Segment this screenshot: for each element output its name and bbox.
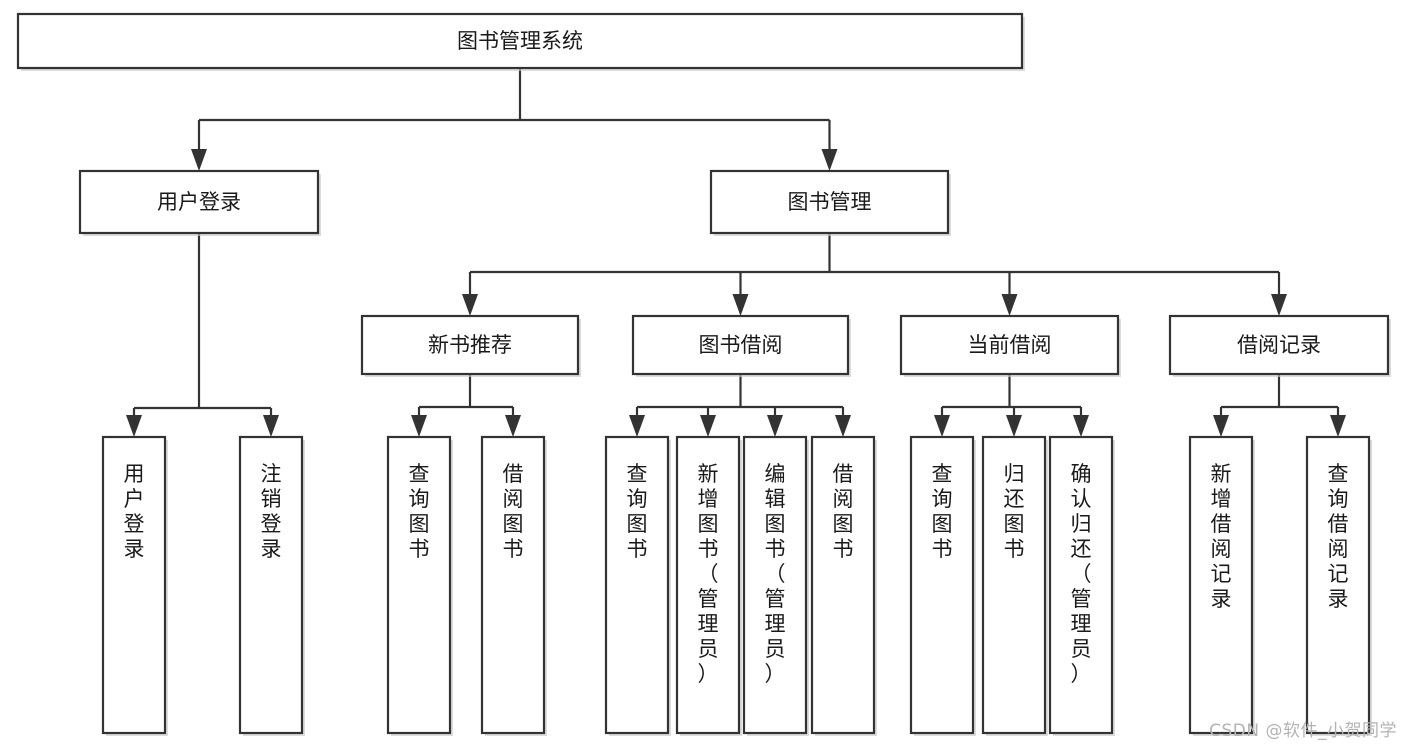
node-box[interactable]: [709, 169, 950, 235]
node-label: 新增借阅记录: [1211, 462, 1232, 611]
node-label: 归还图书: [1004, 462, 1025, 561]
node-leaf-leaf-confirm-return[interactable]: 确认归还（管理员）: [1048, 435, 1115, 736]
node-leaf-leaf-query-book-2[interactable]: 查询图书: [604, 435, 671, 736]
arrow-head-icon: [835, 415, 851, 437]
node-label: 图书管理: [788, 190, 872, 214]
node-leaf-leaf-query-borrow-record[interactable]: 查询借阅记录: [1305, 435, 1372, 736]
node-label: 当前借阅: [968, 333, 1052, 357]
arrow-head-icon: [263, 415, 279, 437]
node-leaf-leaf-return-book[interactable]: 归还图书: [981, 435, 1048, 736]
node-label: 查询借阅记录: [1328, 462, 1349, 611]
node-label: 确认归还（管理员）: [1071, 462, 1092, 686]
node-label: 查询图书: [627, 462, 648, 561]
arrow-head-icon: [462, 294, 478, 316]
node-label: 编辑图书（管理员）: [765, 462, 786, 686]
arrow-head-icon: [934, 415, 950, 437]
arrow-head-icon: [629, 415, 645, 437]
node-box[interactable]: [675, 435, 741, 735]
node-leaf-leaf-query-book-1[interactable]: 查询图书: [386, 435, 453, 736]
node-label: 查询图书: [932, 462, 953, 561]
node-label: 用户登录: [124, 462, 145, 561]
node-label: 新书推荐: [428, 333, 512, 357]
arrow-head-icon: [126, 415, 142, 437]
node-layer: 图书管理系统用户登录图书管理新书推荐图书借阅当前借阅借阅记录用户登录注销登录查询…: [16, 12, 1391, 736]
arrow-head-icon: [767, 415, 783, 437]
arrow-head-icon: [411, 415, 427, 437]
node-label: 用户登录: [157, 190, 241, 214]
node-box[interactable]: [742, 435, 808, 735]
arrow-head-icon: [1001, 294, 1018, 316]
node-level3-book-borrow[interactable]: 图书借阅: [631, 314, 851, 377]
node-box[interactable]: [810, 435, 876, 735]
node-box[interactable]: [604, 435, 670, 735]
node-level3-current-borrow[interactable]: 当前借阅: [899, 314, 1121, 377]
node-root[interactable]: 图书管理系统: [16, 12, 1025, 71]
arrow-head-icon: [1330, 415, 1346, 437]
node-box[interactable]: [1048, 435, 1114, 735]
node-level2-book-management[interactable]: 图书管理: [709, 169, 951, 236]
node-label: 图书管理系统: [457, 29, 583, 53]
node-leaf-leaf-edit-book[interactable]: 编辑图书（管理员）: [742, 435, 809, 736]
arrow-head-icon: [1271, 294, 1287, 316]
arrow-head-icon: [821, 149, 838, 171]
arrow-head-icon: [505, 415, 521, 437]
node-leaf-leaf-borrow-book-1[interactable]: 借阅图书: [480, 435, 547, 736]
node-box[interactable]: [909, 435, 975, 735]
node-label: 借阅图书: [503, 462, 524, 561]
node-box[interactable]: [981, 435, 1047, 735]
node-box[interactable]: [480, 435, 546, 735]
node-box[interactable]: [238, 435, 304, 735]
node-label: 注销登录: [261, 462, 282, 561]
node-label: 借阅记录: [1237, 333, 1321, 357]
node-leaf-leaf-query-book-3[interactable]: 查询图书: [909, 435, 976, 736]
node-label: 图书借阅: [699, 333, 783, 357]
node-leaf-leaf-add-borrow-record[interactable]: 新增借阅记录: [1188, 435, 1255, 736]
arrow-head-icon: [1213, 415, 1229, 437]
node-level3-new-book-recommend[interactable]: 新书推荐: [360, 314, 581, 377]
csdn-watermark: CSDN @软件_小贺同学: [1209, 721, 1397, 741]
node-box[interactable]: [386, 435, 452, 735]
node-leaf-leaf-add-book[interactable]: 新增图书（管理员）: [675, 435, 742, 736]
node-box[interactable]: [360, 314, 580, 376]
node-box[interactable]: [78, 169, 320, 235]
node-box[interactable]: [899, 314, 1120, 376]
arrow-head-icon: [700, 415, 716, 437]
node-label: 新增图书（管理员）: [698, 462, 719, 686]
arrow-head-icon: [1073, 415, 1089, 437]
node-level2-user-login[interactable]: 用户登录: [78, 169, 321, 236]
node-box[interactable]: [1188, 435, 1254, 735]
node-leaf-leaf-user-logout[interactable]: 注销登录: [238, 435, 305, 736]
node-box[interactable]: [1168, 314, 1390, 376]
arrow-head-icon: [191, 149, 207, 171]
node-box[interactable]: [101, 435, 167, 735]
node-leaf-leaf-borrow-book-2[interactable]: 借阅图书: [810, 435, 877, 736]
arrow-head-icon: [732, 294, 749, 316]
arrow-head-icon: [1006, 415, 1022, 437]
node-box[interactable]: [1305, 435, 1371, 735]
node-level3-borrow-records[interactable]: 借阅记录: [1168, 314, 1391, 377]
node-box[interactable]: [16, 12, 1024, 70]
node-leaf-leaf-user-login[interactable]: 用户登录: [101, 435, 168, 736]
node-label: 查询图书: [409, 462, 430, 561]
node-label: 借阅图书: [833, 462, 854, 561]
node-box[interactable]: [631, 314, 850, 376]
connector-layer: [126, 68, 1346, 437]
